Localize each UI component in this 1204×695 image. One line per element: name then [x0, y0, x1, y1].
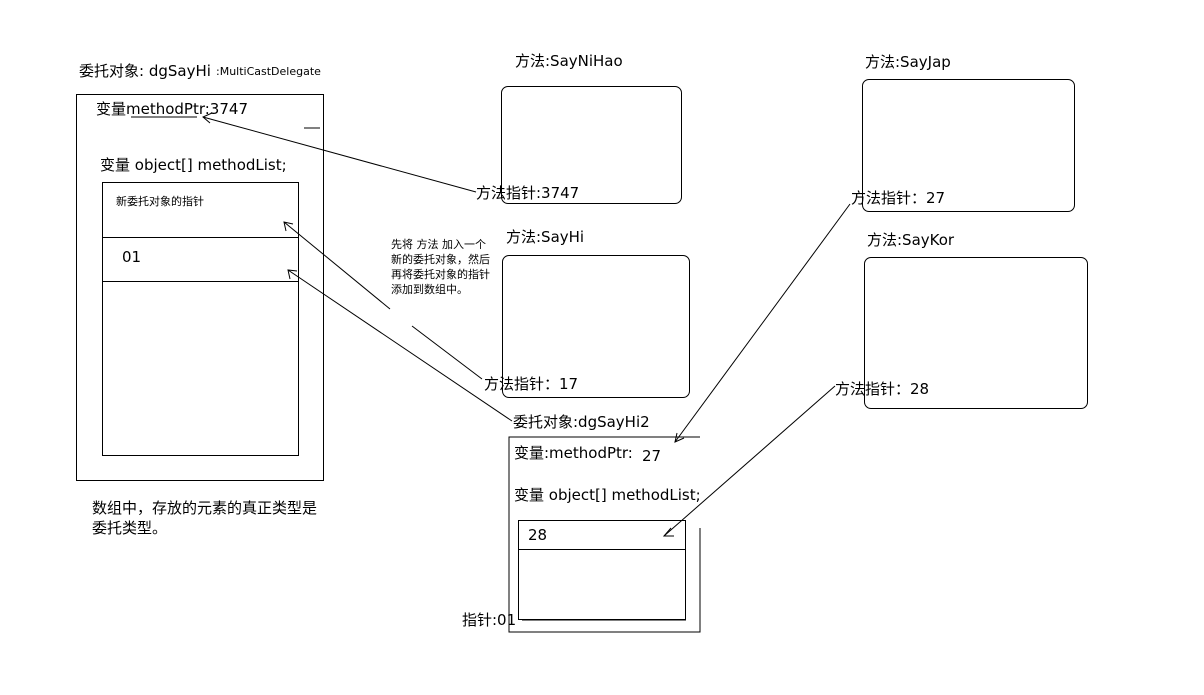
footnote: 数组中，存放的元素的真正类型是 委托类型。	[92, 499, 318, 537]
delegate2-method-ptr-label: 变量:methodPtr:	[514, 444, 633, 462]
arrow-sayhi-to-cell	[283, 221, 391, 310]
delegate1-method-list: 变量 object[] methodList;	[100, 156, 287, 174]
delegate1-method-ptr: 变量methodPtr:3747	[96, 100, 248, 118]
delegate2-title: 委托对象:dgSayHi2	[513, 413, 650, 431]
method-sayjap-title: 方法:SayJap	[865, 53, 951, 71]
delegate2-method-list: 变量 object[] methodList;	[514, 486, 701, 504]
method-saykor-title: 方法:SayKor	[867, 231, 955, 249]
arrow-dgsayhi2-to-cell01	[287, 269, 513, 422]
array-cell-01: 01	[122, 248, 142, 266]
arrow-sayhi-segment	[411, 325, 483, 380]
arrow-head	[662, 527, 674, 537]
arrow-sayjap-to-methodptr2	[674, 203, 851, 443]
method-saynihao-title: 方法:SayNiHao	[515, 52, 623, 70]
method-sayhi-title: 方法:SayHi	[506, 228, 585, 246]
array-cell-28: 28	[528, 526, 548, 544]
array-divider	[102, 281, 299, 282]
delegate2-frame	[508, 436, 701, 633]
arrow-saynihao-to-methodptr	[202, 116, 477, 193]
method-saynihao-pointer: 方法指针:3747	[476, 184, 580, 202]
arrow-head	[674, 432, 685, 443]
array-cell-new-pointer: 新委托对象的指针	[116, 195, 204, 208]
arrow-saykor-to-cell28	[663, 385, 836, 537]
delegate2-method-ptr-value: 27	[642, 447, 662, 465]
delegate1-array-box	[102, 182, 299, 456]
method-saykor-box	[864, 257, 1088, 409]
method-sayjap-pointer: 方法指针：27	[851, 189, 946, 207]
arrow-head	[283, 221, 294, 232]
method-saykor-pointer: 方法指针：28	[835, 380, 930, 398]
method-sayhi-pointer: 方法指针：17	[484, 375, 579, 393]
array-divider	[102, 237, 299, 238]
method-sayjap-box	[862, 79, 1075, 212]
arrow-head	[202, 112, 213, 124]
delegate1-title: 委托对象: dgSayHi	[79, 62, 211, 80]
delegate1-type: :MultiCastDelegate	[216, 65, 321, 78]
array-divider	[518, 549, 686, 550]
method-saynihao-box	[501, 86, 682, 204]
delegate1-box	[76, 94, 324, 481]
delegate2-pointer: 指针:01	[462, 611, 517, 629]
note-text: 先将 方法 加入一个 新的委托对象，然后 再将委托对象的指针 添加到数组中。	[391, 238, 490, 296]
arrow-head	[287, 269, 298, 280]
method-sayhi-box	[502, 255, 690, 398]
